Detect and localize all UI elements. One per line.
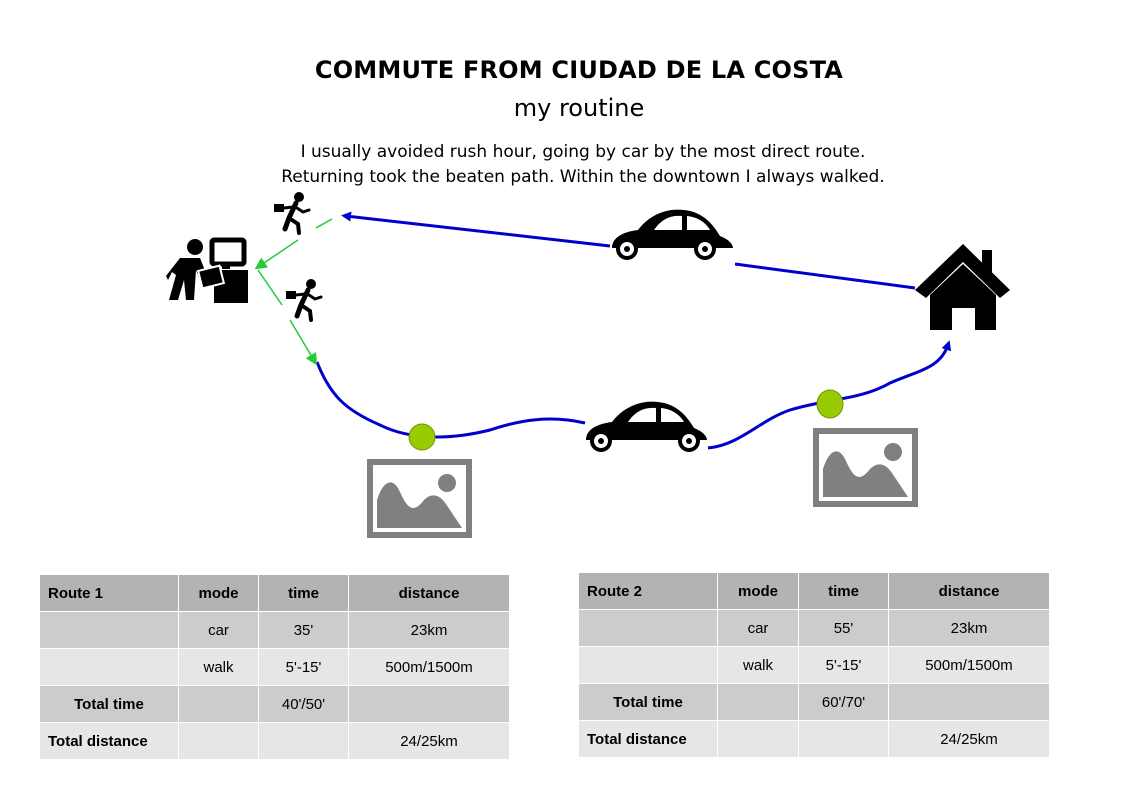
table-cell: Total distance (39, 722, 179, 760)
table-cell (717, 720, 799, 758)
table-cell: 5'-15' (258, 648, 349, 686)
walk-arrow-to-office (254, 239, 299, 270)
running-person-icon-top (274, 192, 311, 235)
table-cell: car (178, 611, 259, 649)
table-cell (798, 720, 889, 758)
page-subtitle: my routine (513, 94, 645, 122)
table-cell: Total time (39, 685, 179, 723)
house-icon (915, 244, 1010, 330)
table-cell: Total distance (578, 720, 718, 758)
office-worker-icon (166, 237, 248, 303)
table-cell: 60'/70' (798, 683, 889, 721)
car-icon-top (612, 209, 733, 260)
table-header: mode (178, 574, 259, 612)
image-placeholder-icon-west (367, 459, 472, 538)
table-row: Total distance 24/25km (39, 722, 510, 760)
route-2-table: Route 2 mode time distance car 55' 23km … (578, 572, 1050, 758)
table-cell: 40'/50' (258, 685, 349, 723)
table-cell (348, 685, 510, 723)
table-cell: 55' (798, 609, 889, 647)
table-row: car 35' 23km (39, 611, 510, 649)
table-row: walk 5'-15' 500m/1500m (39, 648, 510, 686)
outbound-route-line (734, 262, 916, 290)
table-row: car 55' 23km (578, 609, 1050, 647)
table-header: mode (717, 572, 799, 610)
table-row: Total time 60'/70' (578, 683, 1050, 721)
table-cell: 500m/1500m (348, 648, 510, 686)
table-cell (39, 648, 179, 686)
table-cell: 35' (258, 611, 349, 649)
description-line-2: Returning took the beaten path. Within t… (281, 167, 885, 187)
table-cell (178, 722, 259, 760)
table-row: Total distance 24/25km (578, 720, 1050, 758)
table-header: distance (888, 572, 1050, 610)
description: I usually avoided rush hour, going by ca… (0, 140, 1123, 190)
table-header: time (258, 574, 349, 612)
table-cell: 500m/1500m (888, 646, 1050, 684)
stop-marker-east (816, 389, 844, 419)
table-row: Total time 40'/50' (39, 685, 510, 723)
outbound-route-arrow-line (341, 211, 611, 248)
table-cell (717, 683, 799, 721)
running-person-icon-bottom (286, 279, 323, 322)
table-row: walk 5'-15' 500m/1500m (578, 646, 1050, 684)
table-cell: 24/25km (888, 720, 1050, 758)
table-header: time (798, 572, 889, 610)
table-header-row: Route 1 mode time distance (39, 574, 510, 612)
stop-marker-west (408, 423, 436, 451)
table-cell (888, 683, 1050, 721)
table-cell: walk (178, 648, 259, 686)
table-cell: 5'-15' (798, 646, 889, 684)
table-header: Route 1 (39, 574, 179, 612)
car-icon-bottom (586, 401, 707, 452)
table-header-row: Route 2 mode time distance (578, 572, 1050, 610)
route-1-table: Route 1 mode time distance car 35' 23km … (39, 574, 510, 760)
table-cell: 23km (888, 609, 1050, 647)
table-cell (578, 646, 718, 684)
table-cell (178, 685, 259, 723)
page-title: COMMUTE FROM CIUDAD DE LA COSTA (314, 56, 844, 84)
walk-arrow-from-office (257, 269, 315, 362)
return-route-line-west (315, 361, 586, 439)
table-header: Route 2 (578, 572, 718, 610)
walk-arrow-dash (315, 218, 333, 229)
description-line-1: I usually avoided rush hour, going by ca… (300, 142, 866, 162)
table-cell: 24/25km (348, 722, 510, 760)
table-cell: walk (717, 646, 799, 684)
table-cell (39, 611, 179, 649)
table-cell: 23km (348, 611, 510, 649)
table-header: distance (348, 574, 510, 612)
image-placeholder-icon-east (813, 428, 918, 507)
table-cell (578, 609, 718, 647)
table-cell (258, 722, 349, 760)
table-cell: Total time (578, 683, 718, 721)
table-cell: car (717, 609, 799, 647)
